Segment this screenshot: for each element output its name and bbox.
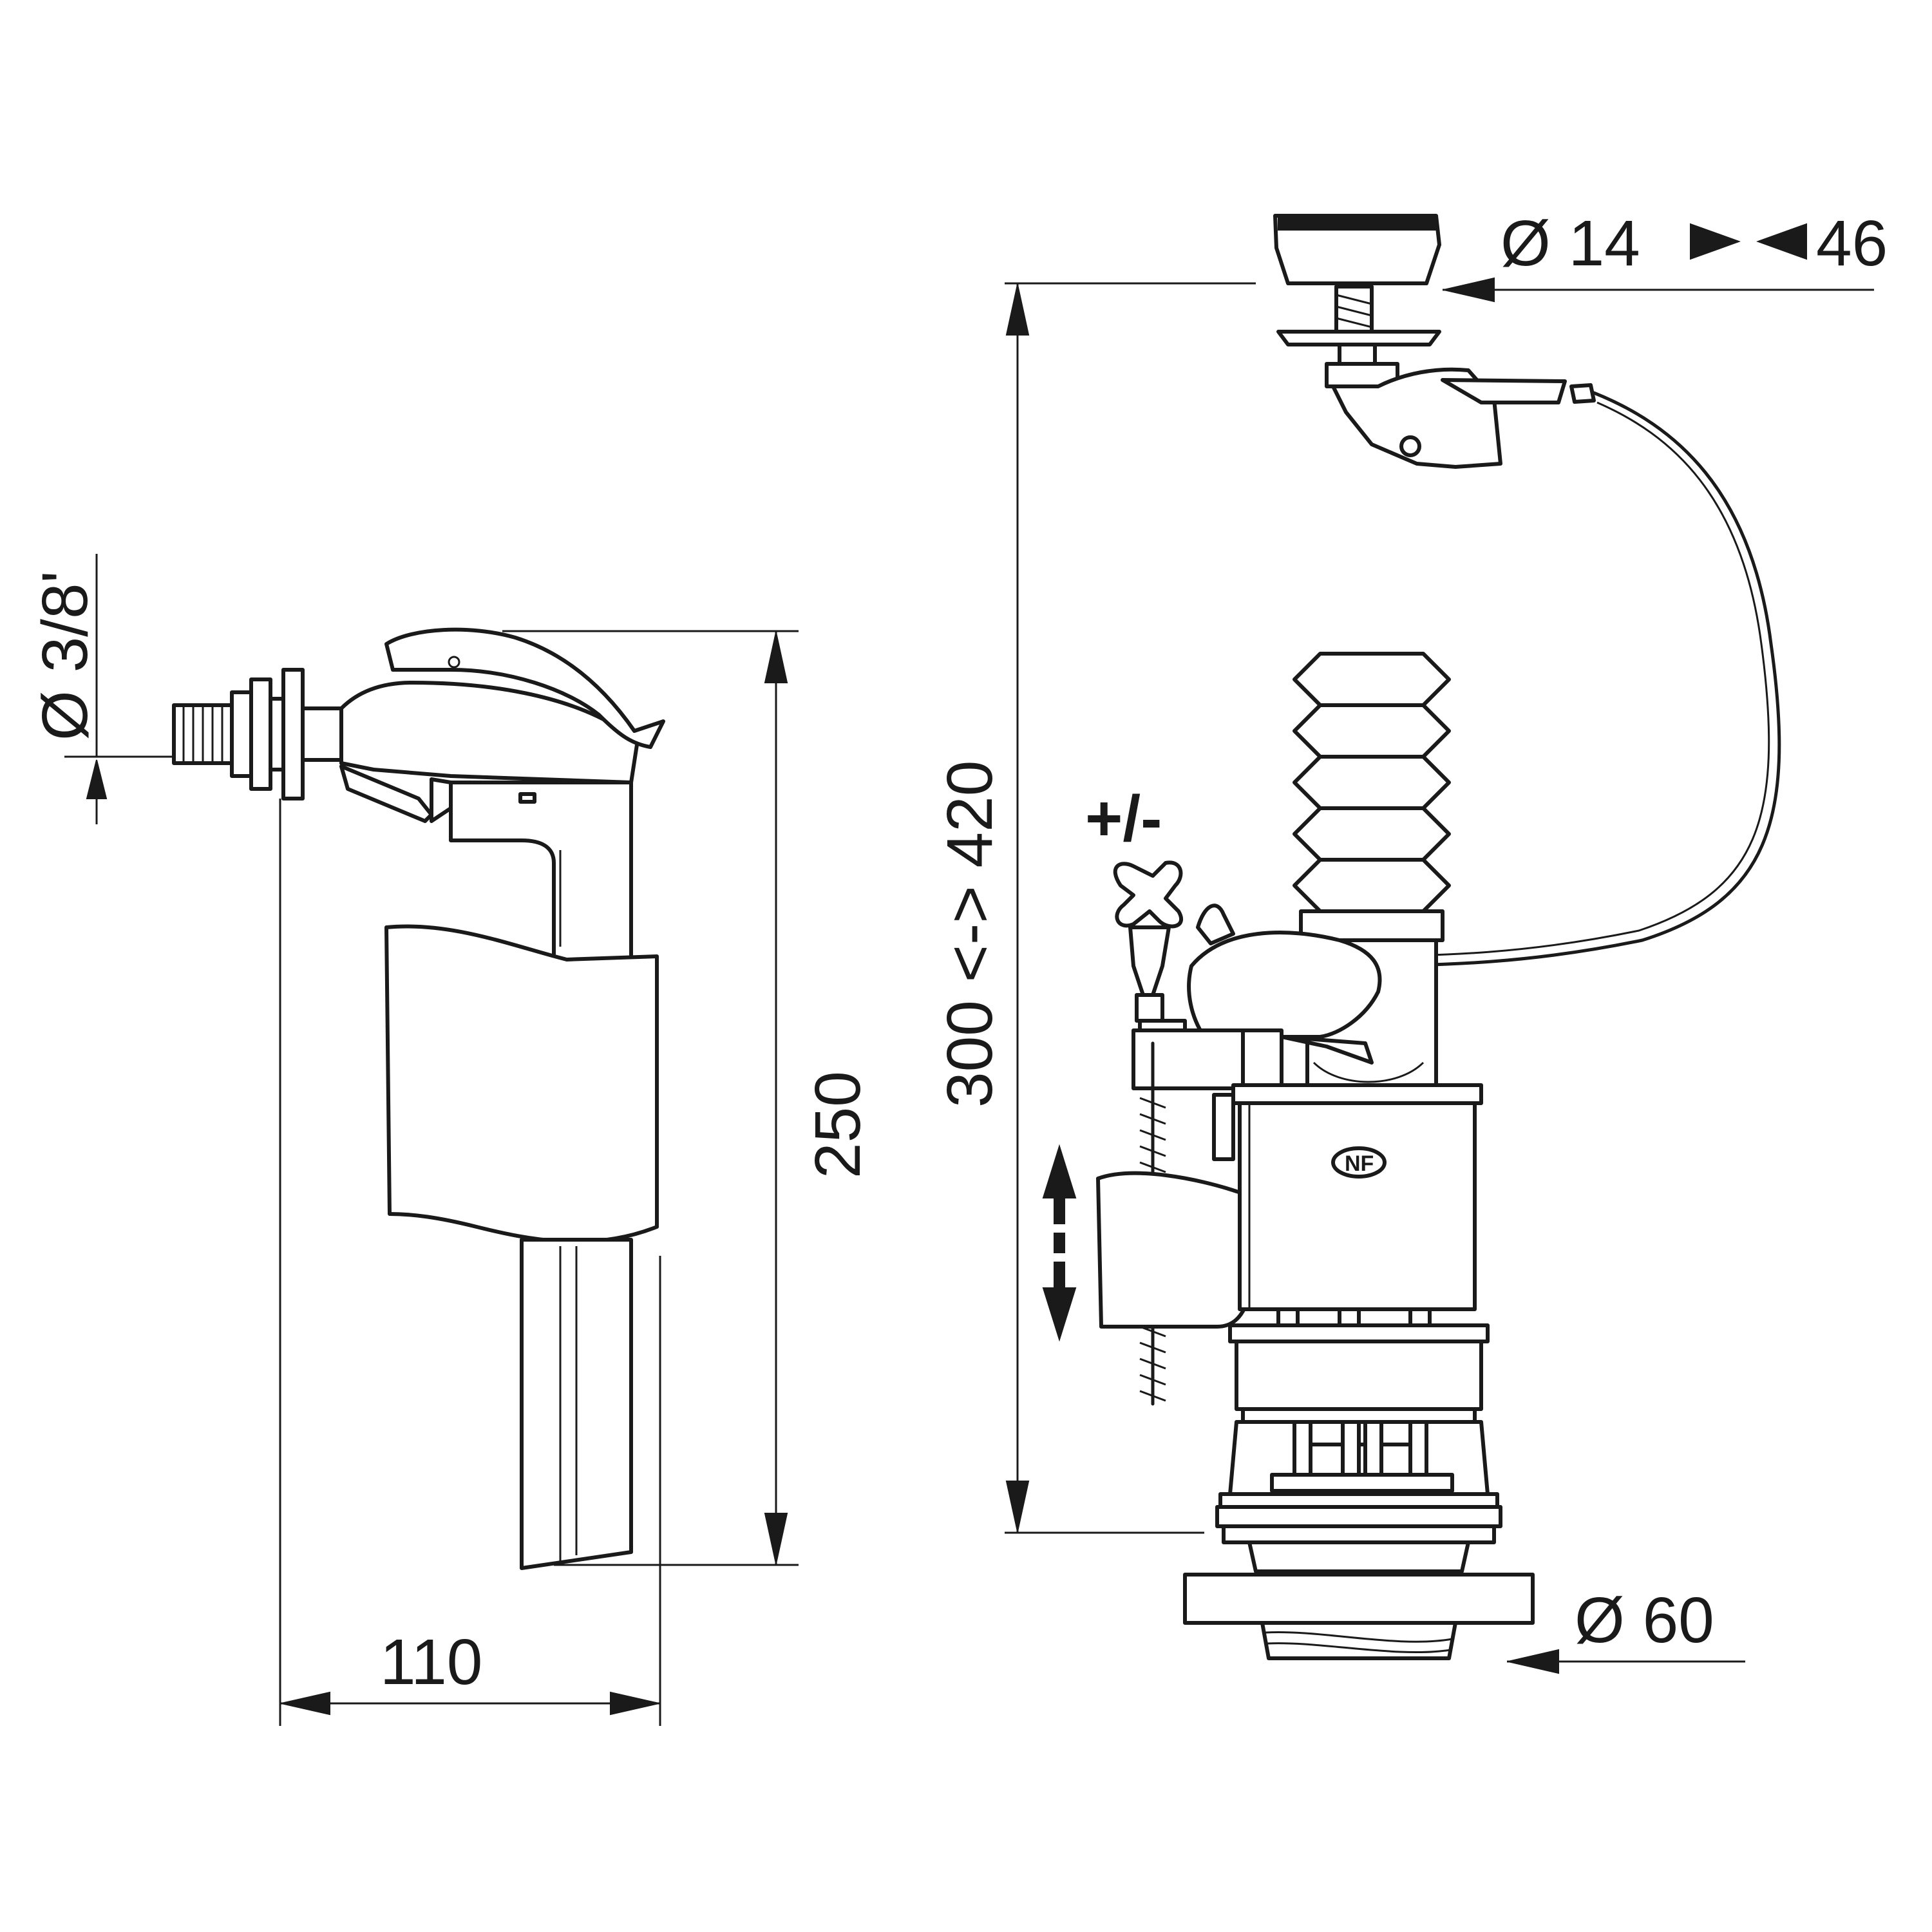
- lever-arm: [384, 627, 665, 749]
- fill-valve-width-dimension: [279, 799, 661, 1726]
- inlet-diameter-label: Ø 3/8': [29, 571, 101, 741]
- bowden-cable: [1338, 391, 1781, 968]
- flush-valve-height-dimension: [1005, 282, 1256, 1534]
- adjust-clip: [1113, 860, 1183, 1045]
- fill-valve-width-label: 110: [380, 1626, 482, 1698]
- adjust-label: +/-: [1085, 782, 1162, 855]
- valve-body: [449, 781, 633, 961]
- fill-valve-height-dimension: [502, 630, 799, 1566]
- base-diameter-label: Ø 60: [1575, 1584, 1714, 1656]
- adjust-arrow: [1042, 1144, 1077, 1342]
- fill-valve: [172, 627, 665, 1570]
- nf-mark: NF: [1345, 1151, 1374, 1176]
- button-diameter-dimension: [1443, 223, 1874, 303]
- button-diameter-label: Ø 14: [1501, 207, 1640, 279]
- base-nut: [1183, 1573, 1535, 1660]
- cage-body: NF: [1215, 1083, 1502, 1573]
- flush-valve: NF: [1042, 214, 1781, 1660]
- fill-valve-height-label: 250: [802, 1071, 874, 1179]
- flush-valve-height-label: 300 <-> 420: [934, 761, 1006, 1108]
- float: [384, 924, 659, 1244]
- inlet-diameter-dimension: [64, 554, 174, 824]
- inlet-thread: [172, 668, 343, 800]
- base-diameter-dimension: [1507, 1649, 1745, 1674]
- button-mechanism: [1331, 367, 1596, 469]
- small-float: [1096, 1171, 1264, 1329]
- push-button: [1273, 214, 1441, 388]
- button-diameter-max-label: 46: [1816, 207, 1888, 279]
